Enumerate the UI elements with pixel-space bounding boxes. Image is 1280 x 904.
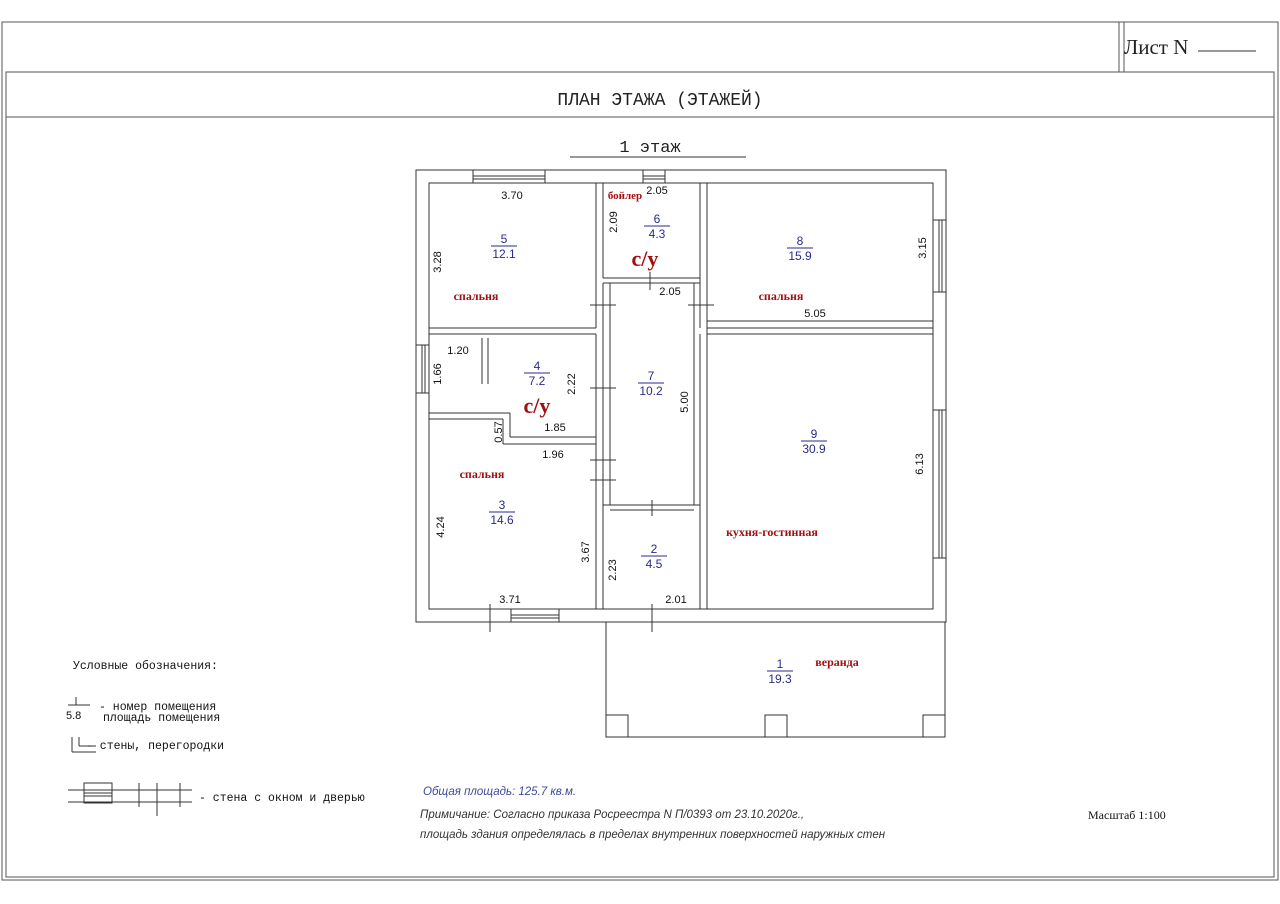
- legend-room-area: площадь помещения: [103, 712, 220, 725]
- dim-room4-height: 2.22: [566, 373, 578, 394]
- room-number: 3: [499, 498, 506, 512]
- room-area: 30.9: [802, 442, 826, 456]
- room-labels: 512.1 спальня 64.3 бойлер с/у 815.9 спальня 47.…: [454, 190, 859, 686]
- room-number: 1: [777, 657, 784, 671]
- dim-room4-bottom: 1.85: [544, 422, 565, 434]
- room-area: 12.1: [492, 247, 516, 261]
- dim-room2-height: 2.23: [607, 559, 619, 580]
- room-name: кухня-гостинная: [726, 525, 818, 539]
- windows: [415, 169, 947, 623]
- room-area: 7.2: [529, 374, 546, 388]
- dim-step-height: 0.57: [493, 421, 505, 442]
- veranda-outline: [605, 622, 946, 738]
- dim-room2-width: 2.01: [665, 594, 686, 606]
- legend-room-number: - номер помещения: [99, 701, 216, 714]
- room-name-extra: с/у: [632, 246, 659, 271]
- legend-sample-area: 5.8: [66, 710, 81, 722]
- scale-label: Масштаб 1:100: [1088, 808, 1166, 822]
- dim-room5-height: 3.28: [432, 251, 444, 272]
- dim-room7-width: 2.05: [659, 286, 680, 298]
- total-area: Общая площадь: 125.7 кв.м.: [423, 786, 576, 798]
- room-name: веранда: [815, 655, 858, 669]
- legend-walls: - стены, перегородки: [86, 740, 224, 753]
- room-area: 19.3: [768, 672, 792, 686]
- dim-room4-width: 1.20: [447, 345, 468, 357]
- room-number: 6: [654, 212, 661, 226]
- dim-room8-height: 3.15: [917, 237, 929, 258]
- door-marks: [489, 272, 714, 632]
- room-name: спальня: [759, 289, 804, 303]
- legend-title: Условные обозначения:: [73, 660, 218, 673]
- dim-room3-top: 1.96: [542, 449, 563, 461]
- dim-room3-right: 3.67: [580, 541, 592, 562]
- dim-room8-width: 5.05: [804, 308, 825, 320]
- dim-room6-height: 2.09: [608, 211, 620, 232]
- dim-room5-width: 3.70: [501, 190, 522, 202]
- note-line-2: площадь здания определялась в пределах в…: [420, 829, 886, 841]
- walls: [415, 169, 947, 623]
- legend: Условные обозначения: 5.8 - номер помеще…: [66, 660, 365, 816]
- dim-room3-height: 4.24: [435, 516, 447, 537]
- room-number: 2: [651, 542, 658, 556]
- dim-room4-left: 1.66: [432, 363, 444, 384]
- room-name: бойлер: [608, 190, 642, 202]
- room-number: 7: [648, 369, 655, 383]
- room-area: 15.9: [788, 249, 812, 263]
- room-number: 8: [797, 234, 804, 248]
- inner-frame: [5, 71, 1275, 878]
- legend-window-door: - стена с окном и дверью: [199, 792, 365, 805]
- dim-room6-width: 2.05: [646, 185, 667, 197]
- room-area: 10.2: [639, 384, 663, 398]
- dim-room9-height: 6.13: [914, 453, 926, 474]
- floor-label: 1 этаж: [619, 139, 681, 158]
- room-number: 5: [501, 232, 508, 246]
- room-name: спальня: [460, 467, 505, 481]
- dim-room7-height: 5.00: [679, 391, 691, 412]
- dim-room3-width: 3.71: [499, 594, 520, 606]
- room-name: с/у: [524, 393, 551, 418]
- legend-window-door-symbol: [68, 782, 192, 816]
- page-title: ПЛАН ЭТАЖА (ЭТАЖЕЙ): [557, 89, 762, 111]
- outer-frame: [1, 21, 1279, 881]
- note-line-1: Примичание: Согласно приказа Росреестра …: [420, 809, 804, 821]
- room-area: 4.3: [649, 227, 666, 241]
- room-area: 14.6: [490, 513, 514, 527]
- room-area: 4.5: [646, 557, 663, 571]
- room-number: 9: [811, 427, 818, 441]
- room-number: 4: [534, 359, 541, 373]
- room-name: спальня: [454, 289, 499, 303]
- sheet-label: Лист N: [1124, 35, 1188, 59]
